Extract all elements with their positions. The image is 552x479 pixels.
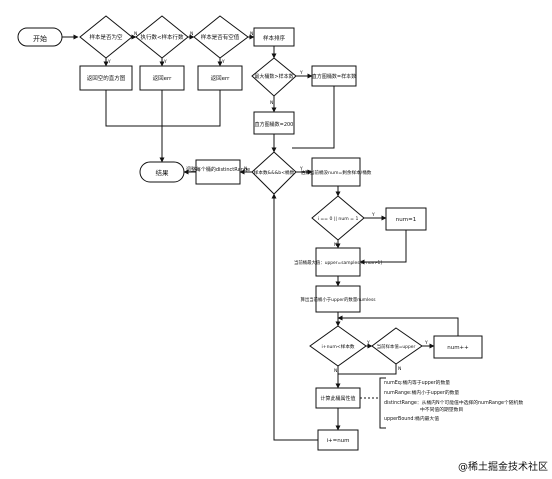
decision-prev	[371, 327, 423, 365]
num1-label: num=1	[396, 217, 416, 223]
edge-num1-upper	[359, 230, 407, 265]
edge-set-loop	[292, 86, 335, 149]
start-label: 开始	[33, 34, 47, 43]
bins200-box	[253, 111, 295, 135]
label-y3: Y	[221, 59, 225, 65]
decision-sum	[309, 325, 367, 367]
label-y1: Y	[107, 59, 111, 65]
note-1: numEq:桶内等于upper的数量	[384, 379, 450, 386]
label-y6: Y	[371, 212, 375, 218]
label-y8: Y	[424, 340, 428, 346]
decision-prev-label: 当前样本值=upper	[377, 343, 416, 350]
count-less-label: 算出当前桶小于upper的数量numless	[300, 296, 376, 303]
edge-numpp-loop	[337, 315, 459, 336]
label-n4: N	[270, 100, 273, 106]
decision-null-label: 样本是否有空值	[201, 33, 240, 41]
label-y4: Y	[299, 70, 303, 76]
upper-max-label: 当前桶最大值：upper=samples[i+num-1]	[294, 259, 382, 266]
note-4: 中不同值的期望数目	[420, 406, 463, 413]
adjust-box	[195, 159, 241, 185]
decision-sum-label: i+num<样本数	[321, 343, 354, 350]
calc-attr-label: 计算此桶属性值	[320, 395, 355, 402]
return-empty-box	[79, 65, 133, 91]
inc-i-box	[317, 429, 359, 451]
decision-loop-label: 样本数&&&b<桶数	[254, 169, 295, 176]
edge-returns-merge	[105, 90, 221, 127]
label-n2: N	[190, 31, 193, 37]
decision-count-label: 执行数<样本行数	[140, 33, 184, 41]
decision-empty	[79, 15, 133, 59]
sort-label: 样本排序	[263, 34, 286, 42]
label-n5: N	[244, 166, 247, 172]
decision-empty-label: 样本是否为空	[89, 33, 123, 41]
start-terminal	[17, 27, 63, 47]
return-err2-box	[197, 65, 243, 91]
calc-sample-box	[311, 157, 361, 187]
num1-box	[385, 207, 427, 231]
adjust-label: 调整每个桶的distinctRange	[186, 166, 250, 173]
return-empty-label: 返回空的直方图	[87, 74, 126, 82]
label-n6: N	[334, 242, 337, 248]
sort-box	[253, 27, 295, 47]
note-2: numRange:桶内小于upper的数量	[384, 389, 459, 396]
label-y5: Y	[299, 166, 303, 172]
set-bins-label: 直方图桶数=样本数	[312, 73, 356, 80]
watermark-text: @稀土掘金技术社区	[458, 460, 548, 473]
numpp-box	[433, 335, 483, 359]
end-terminal	[139, 161, 185, 183]
edge-inc-loop	[271, 193, 318, 441]
calc-attr-box	[315, 387, 361, 409]
decision-maxbins	[251, 57, 297, 97]
inc-i-label: i+=num	[326, 438, 349, 444]
end-label: 结果	[156, 168, 170, 177]
decision-i0-label: i == 0 || num = 1	[318, 216, 359, 222]
count-less-box	[315, 285, 361, 313]
return-err2-label: 返回err	[211, 75, 231, 82]
label-y2: Y	[163, 59, 167, 65]
numpp-label: num++	[447, 345, 469, 351]
decision-count	[135, 15, 189, 59]
decision-null	[193, 15, 249, 59]
note-5: upperBound:桶内最大值	[384, 415, 439, 422]
label-n3: N	[250, 31, 253, 37]
return-err1-label: 返回err	[153, 75, 173, 82]
decision-maxbins-label: 最大桶数>样本数	[254, 73, 293, 80]
upper-max-box	[315, 247, 361, 277]
calc-sample-label: 估算当前桶没num=剩余样本/桶数	[301, 169, 372, 176]
label-n7: N	[334, 368, 337, 374]
decision-loop	[251, 151, 297, 195]
label-n8: N	[398, 366, 401, 372]
decision-i0	[311, 195, 365, 241]
label-n1: N	[134, 31, 137, 37]
notes-bracket	[379, 377, 386, 429]
return-err1-box	[139, 65, 185, 91]
bins200-label: 直方图桶数=200	[255, 121, 294, 128]
label-y7: Y	[366, 340, 370, 346]
set-bins-box	[311, 65, 357, 87]
edge-prev-attr	[338, 364, 397, 375]
note-3: distinctRange：从桶内N个可能值中选择的numRange个随机数	[384, 399, 523, 406]
